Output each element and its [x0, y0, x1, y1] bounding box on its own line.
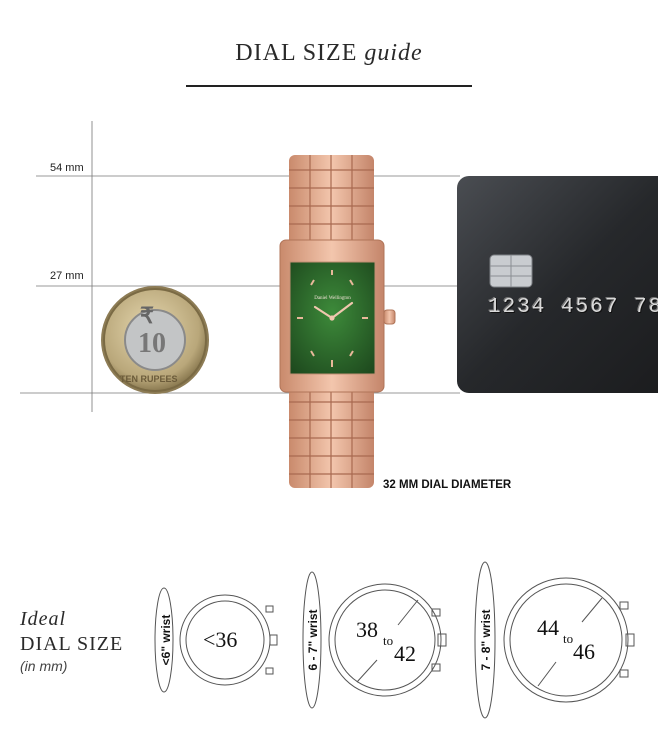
ideal-dial-size-heading: Ideal DIAL SIZE (in mm)	[20, 608, 123, 674]
ideal-line-2: DIAL SIZE	[20, 633, 124, 655]
coin-value: 10	[138, 328, 166, 359]
watch-case	[279, 239, 396, 393]
measure-lines	[20, 121, 460, 412]
crown-icon	[383, 309, 396, 325]
measure-label-54mm: 54 mm	[50, 162, 84, 174]
coin-icon	[101, 286, 209, 394]
title-divider	[186, 85, 472, 87]
ideal-line-3: (in mm)	[20, 658, 68, 674]
coin-symbol: ₹	[140, 303, 154, 328]
size-large-to: to	[563, 631, 574, 646]
watch-bracelet	[289, 155, 374, 488]
size-medium-bottom: 42	[394, 641, 416, 666]
wrist-label-small: <6" wrist	[159, 614, 173, 666]
watch-brand: Daniel Wellington	[314, 296, 351, 301]
credit-card	[457, 176, 658, 393]
size-medium-to: to	[383, 633, 394, 648]
wrist-label-medium: 6 - 7" wrist	[306, 609, 320, 671]
card-number: 1234 4567 78	[488, 296, 658, 319]
size-large-top: 44	[537, 615, 559, 640]
dial-outline-large	[474, 561, 635, 719]
title-lead: DIAL SIZE	[235, 40, 358, 66]
page-title: DIAL SIZE guide	[0, 40, 658, 67]
coin-text: TEN RUPEES	[120, 374, 178, 384]
watch-hands	[313, 301, 354, 320]
size-small-text: <36	[203, 627, 238, 652]
size-large-bottom: 46	[573, 639, 595, 664]
ideal-line-1: Ideal	[20, 608, 67, 630]
title-italic: guide	[364, 40, 423, 66]
dial-diameter-caption: 32 MM DIAL DIAMETER	[383, 479, 512, 491]
dial-size-outlines	[154, 561, 635, 719]
dial-outline-medium	[302, 571, 447, 709]
measure-label-27mm: 27 mm	[50, 270, 84, 282]
wrist-label-large: 7 - 8" wrist	[479, 609, 493, 671]
size-medium-top: 38	[356, 617, 378, 642]
dial-outline-small	[154, 587, 278, 693]
dial-indices	[297, 270, 368, 367]
